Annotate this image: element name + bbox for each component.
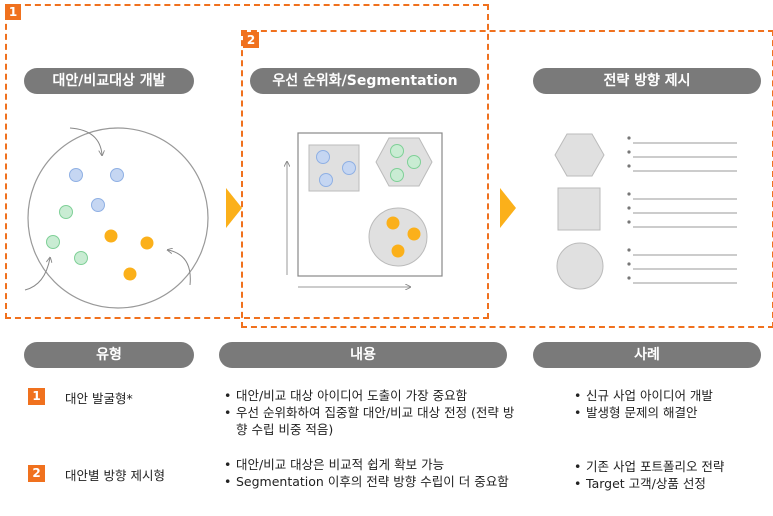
frame-2-number: 2 xyxy=(243,32,259,48)
header-cases: 사례 xyxy=(533,342,761,368)
row-number-badge: 2 xyxy=(28,465,45,482)
header-content: 내용 xyxy=(219,342,507,368)
row-cases-list: 신규 사업 아이디어 개발 발생형 문제의 해결안 xyxy=(572,387,767,421)
frame-1-number: 1 xyxy=(5,4,21,20)
row-content-list: 대안/비교 대상 아이디어 도출이 가장 중요함 우선 순위화하여 집중할 대안… xyxy=(222,387,522,438)
dot-blue xyxy=(110,168,124,182)
idea-dots xyxy=(46,168,154,281)
dot-orange xyxy=(123,267,137,281)
header-type: 유형 xyxy=(24,342,194,368)
stage-label-develop: 대안/비교대상 개발 xyxy=(24,68,194,94)
diagram-graphics xyxy=(24,127,737,309)
list-item: Segmentation 이후의 전략 방향 수립이 더 중요함 xyxy=(224,473,512,490)
list-item: 대안/비교 대상은 비교적 쉽게 확보 가능 xyxy=(224,456,512,473)
dot-green xyxy=(59,205,73,219)
list-item: Target 고객/상품 선정 xyxy=(574,475,767,492)
row-cases-list: 기존 사업 포트폴리오 전략 Target 고객/상품 선정 xyxy=(572,458,767,492)
dot-orange xyxy=(104,229,118,243)
list-item: 우선 순위화하여 집중할 대안/비교 대상 전정 (전략 방향 수립 비중 적음… xyxy=(224,404,522,438)
stage-label-strategy: 전략 방향 제시 xyxy=(533,68,761,94)
stage-label-prioritize: 우선 순위화/Segmentation xyxy=(250,68,480,94)
dot-orange xyxy=(140,236,154,250)
list-item: 신규 사업 아이디어 개발 xyxy=(574,387,767,404)
row-type: 대안 발굴형* xyxy=(65,391,133,406)
segmentation-box xyxy=(287,132,443,287)
chevron-right-icon xyxy=(500,188,516,228)
chevron-right-icon xyxy=(226,188,242,228)
row-type: 대안별 방향 제시형 xyxy=(65,468,165,483)
dot-green xyxy=(46,235,60,249)
frame-1 xyxy=(5,4,489,319)
idea-pool-circle xyxy=(24,127,209,309)
dot-blue xyxy=(69,168,83,182)
strategy-direction-list xyxy=(554,133,737,290)
row-content-list: 대안/비교 대상은 비교적 쉽게 확보 가능 Segmentation 이후의 … xyxy=(222,456,512,490)
dot-blue xyxy=(91,198,105,212)
dot-green xyxy=(74,251,88,265)
list-item: 발생형 문제의 해결안 xyxy=(574,404,767,421)
list-item: 대안/비교 대상 아이디어 도출이 가장 중요함 xyxy=(224,387,522,404)
list-item: 기존 사업 포트폴리오 전략 xyxy=(574,458,767,475)
row-number-badge: 1 xyxy=(28,388,45,405)
